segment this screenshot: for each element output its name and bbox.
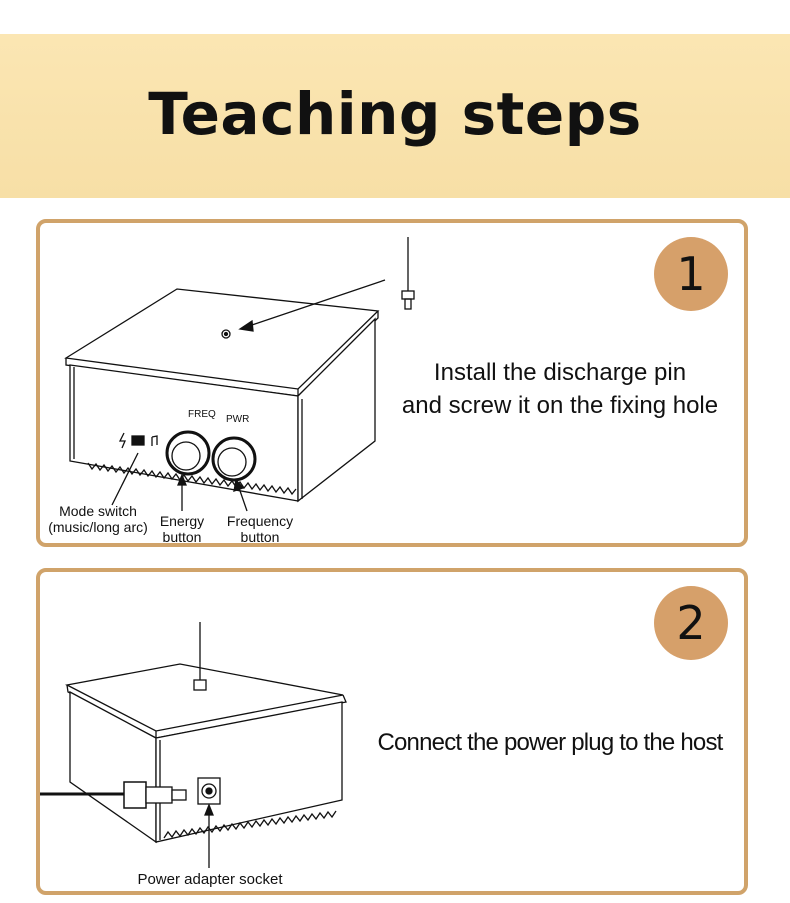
step-1-card: FREQ PWR 1 Install the discharge pin and… [36, 219, 748, 547]
step-2-card: 2 Connect the power plug to the host Pow… [36, 568, 748, 895]
frequency-button-label: Frequency button [226, 513, 294, 545]
step-2-description: Connect the power plug to the host [377, 729, 723, 756]
device-side-illustration [40, 622, 347, 868]
step-number-badge: 1 [654, 237, 728, 311]
svg-text:FREQ: FREQ [188, 409, 216, 420]
power-socket-label: Power adapter socket [137, 871, 283, 888]
device-front-illustration: FREQ PWR [64, 237, 415, 512]
svg-text:PWR: PWR [226, 414, 249, 425]
step-number-badge: 2 [654, 586, 728, 660]
step-1-description: Install the discharge pin and screw it o… [390, 356, 730, 422]
energy-button-label: Energy button [159, 513, 205, 545]
page-title: Teaching steps [148, 80, 642, 148]
energy-knob [165, 430, 211, 476]
frequency-knob [211, 436, 257, 482]
step-1-desc-line2: and screw it on the fixing hole [401, 392, 719, 419]
step-1-desc-line1: Install the discharge pin [433, 359, 687, 386]
title-banner [0, 34, 790, 198]
mode-switch-label: Mode switch (music/long arc) [48, 503, 148, 535]
